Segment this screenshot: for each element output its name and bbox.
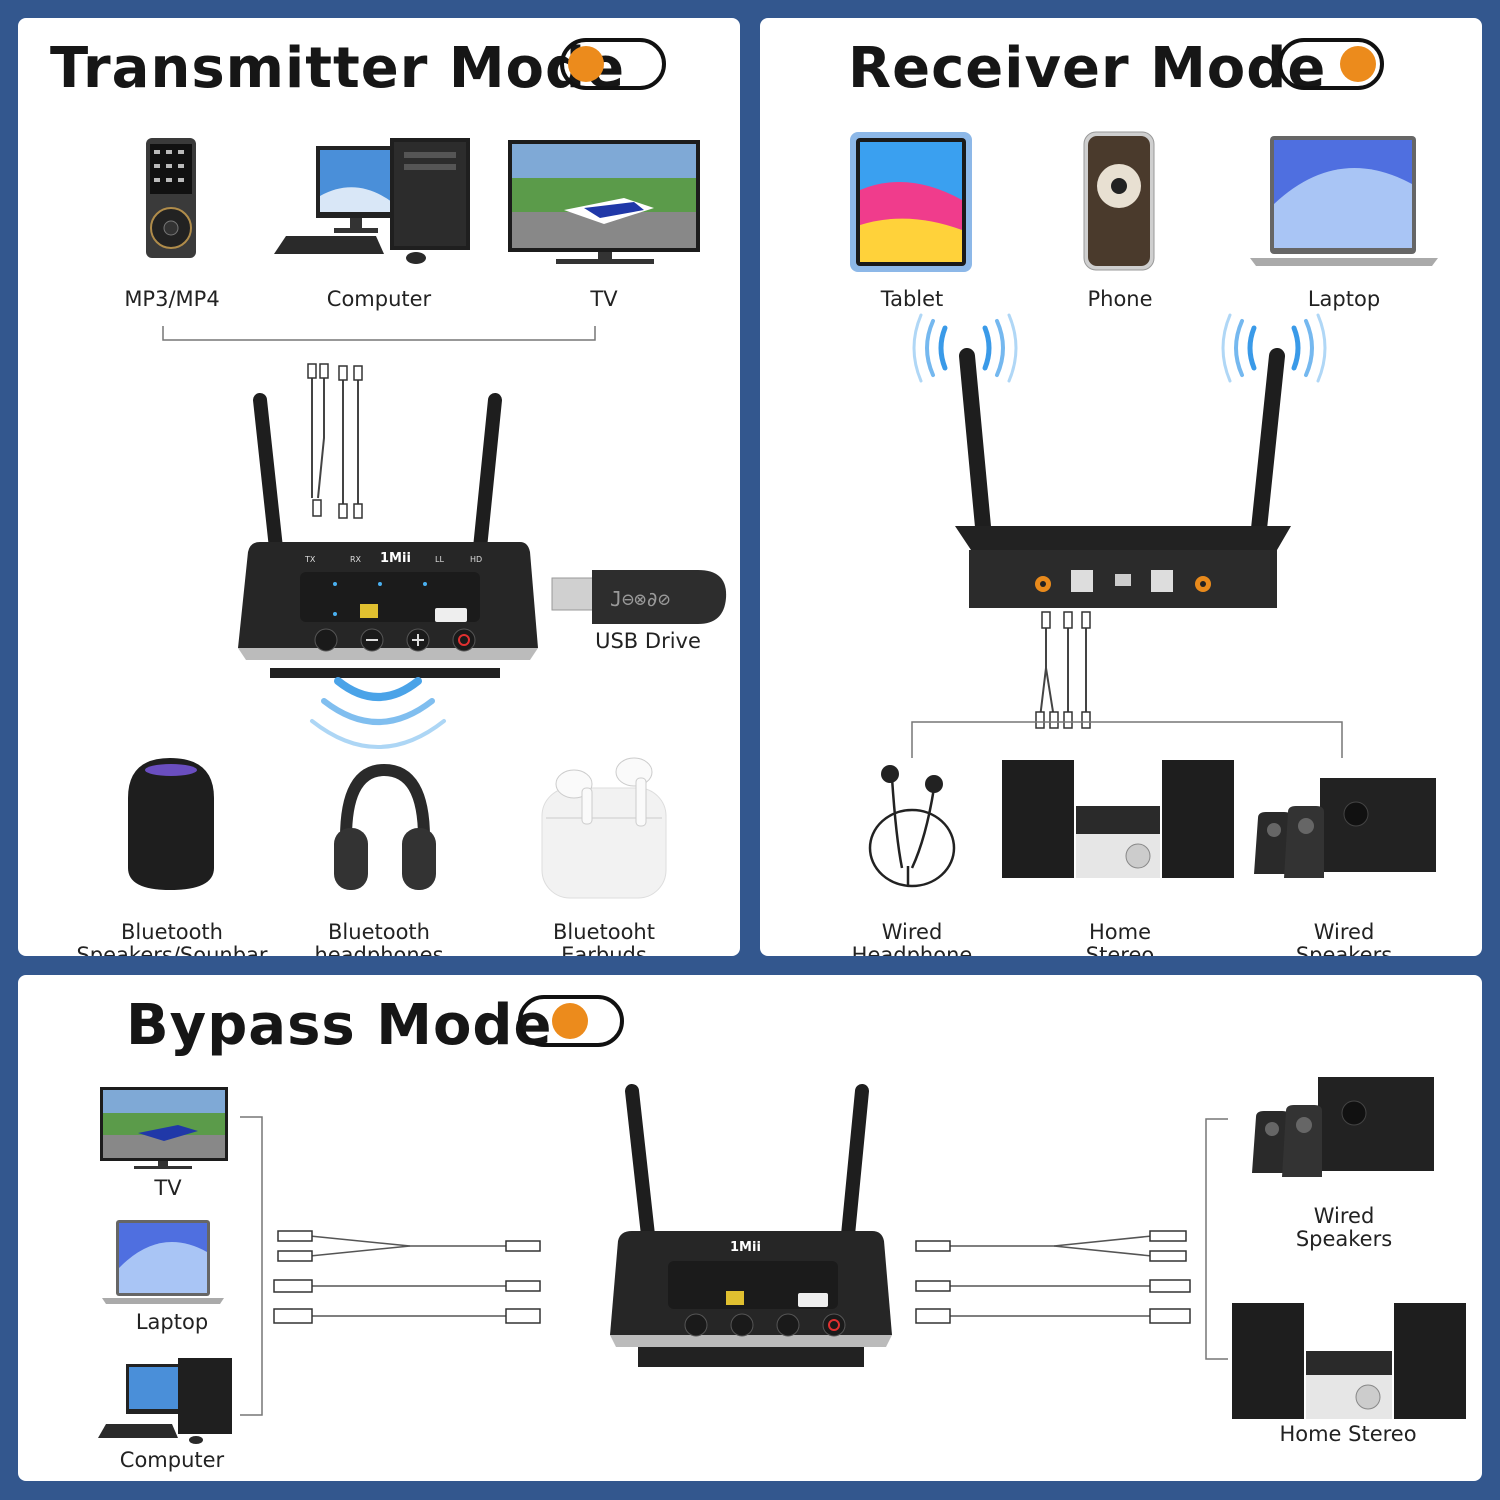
svg-text:1Mii: 1Mii: [730, 1240, 761, 1255]
source-label-phone: Phone: [1087, 287, 1153, 311]
output-bracket: [1205, 1118, 1228, 1360]
tv-icon: [508, 140, 700, 264]
home-stereo-icon: [1232, 1303, 1466, 1419]
headphones-icon: [334, 763, 436, 890]
receiver-device-back: [955, 348, 1291, 608]
transmitter-device: TX RX LL HD 1Mii: [238, 393, 538, 678]
audio-cables: [311, 368, 359, 518]
input-label-computer: Computer: [119, 1448, 225, 1472]
wireless-signal-icon-left: [912, 313, 1018, 383]
input-label-tv: TV: [154, 1176, 182, 1200]
computer-icon: [98, 1358, 232, 1444]
wired-speakers-icon: [1254, 778, 1436, 878]
usb-drive-label: USB Drive: [595, 629, 701, 653]
toggle-knob: [552, 1003, 588, 1039]
input-label-laptop: Laptop: [135, 1310, 209, 1334]
bluetooth-signal-wave-icon: [310, 677, 446, 749]
mp3-player-icon: [146, 138, 196, 258]
computer-icon: [274, 138, 470, 264]
source-label-mp3: MP3/MP4: [124, 287, 220, 311]
laptop-icon: [1250, 136, 1438, 266]
bypass-mode-toggle[interactable]: [518, 995, 624, 1047]
toggle-knob: [1340, 46, 1376, 82]
bypass-mode-title: Bypass Mode: [126, 993, 553, 1058]
tv-icon: [100, 1087, 228, 1169]
smart-speaker-icon: [128, 758, 214, 890]
home-stereo-icon: [1002, 760, 1234, 878]
source-label-computer: Computer: [326, 287, 432, 311]
wireless-signal-icon-right: [1221, 313, 1327, 383]
input-bracket: [240, 1116, 263, 1416]
output-connection-bracket: [911, 721, 1343, 758]
toggle-knob: [568, 46, 604, 82]
receiver-mode-title: Receiver Mode: [848, 36, 1327, 101]
tablet-icon: [850, 132, 972, 272]
receiver-output-cables: [1035, 611, 1091, 729]
bypass-mode-panel: Bypass Mode TV Laptop Computer: [18, 975, 1482, 1481]
usb-drive-icon: J⊖⊗∂⊘: [551, 570, 727, 624]
svg-text:J⊖⊗∂⊘: J⊖⊗∂⊘: [610, 587, 670, 611]
brand-logo: 1Mii: [380, 551, 411, 566]
right-audio-cables: [915, 1230, 1191, 1324]
laptop-icon: [102, 1220, 224, 1304]
svg-text:LL: LL: [435, 555, 444, 564]
transmitter-mode-title: Transmitter Mode: [50, 36, 626, 101]
svg-text:RX: RX: [350, 555, 362, 564]
left-audio-cables: [273, 1230, 541, 1324]
svg-text:HD: HD: [470, 555, 482, 564]
bypass-output-label-home-stereo: Home Stereo: [1279, 1422, 1417, 1446]
receiver-mode-panel: Receiver Mode Tablet Phone Laptop: [760, 18, 1482, 956]
wired-headphone-icon: [868, 765, 956, 888]
bypass-device: 1Mii: [610, 1084, 892, 1367]
source-label-tablet: Tablet: [880, 287, 944, 311]
svg-text:TX: TX: [304, 555, 316, 564]
phone-icon: [1083, 131, 1155, 271]
wired-speakers-icon: [1252, 1077, 1434, 1177]
transmitter-mode-toggle[interactable]: [560, 38, 666, 90]
source-connection-bracket: [162, 326, 596, 519]
source-label-laptop: Laptop: [1307, 287, 1381, 311]
transmitter-mode-panel: Transmitter Mode MP3/MP4 Computer TV: [18, 18, 740, 956]
earbuds-icon: [541, 757, 667, 899]
source-label-tv: TV: [590, 287, 618, 311]
receiver-mode-toggle[interactable]: [1278, 38, 1384, 90]
